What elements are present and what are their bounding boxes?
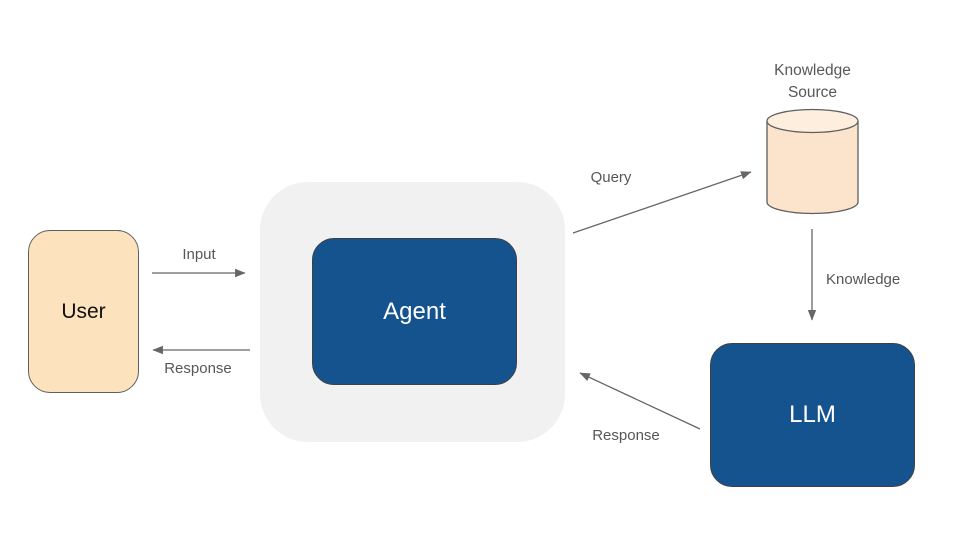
- response-from-llm-edge-label: Response: [592, 427, 660, 444]
- input-edge-label: Input: [182, 246, 216, 263]
- llm-node-label: LLM: [789, 401, 836, 428]
- knowledge-source-label: Knowledge Source: [774, 62, 851, 101]
- query-edge-label: Query: [590, 169, 632, 186]
- cylinder-body: [766, 121, 859, 215]
- llm-node: LLM: [710, 343, 915, 487]
- response-to-user-edge-label: Response: [164, 360, 232, 377]
- agent-node-label: Agent: [383, 297, 446, 325]
- query-arrow: [572, 171, 752, 234]
- cylinder-top: [766, 108, 859, 134]
- knowledge-edge-label: Knowledge: [826, 271, 901, 288]
- agent-node: Agent: [312, 238, 517, 385]
- response-from-llm-arrow: [579, 372, 701, 430]
- knowledge-source-cylinder: [766, 108, 859, 215]
- user-node: User: [28, 230, 139, 393]
- user-node-label: User: [61, 299, 106, 323]
